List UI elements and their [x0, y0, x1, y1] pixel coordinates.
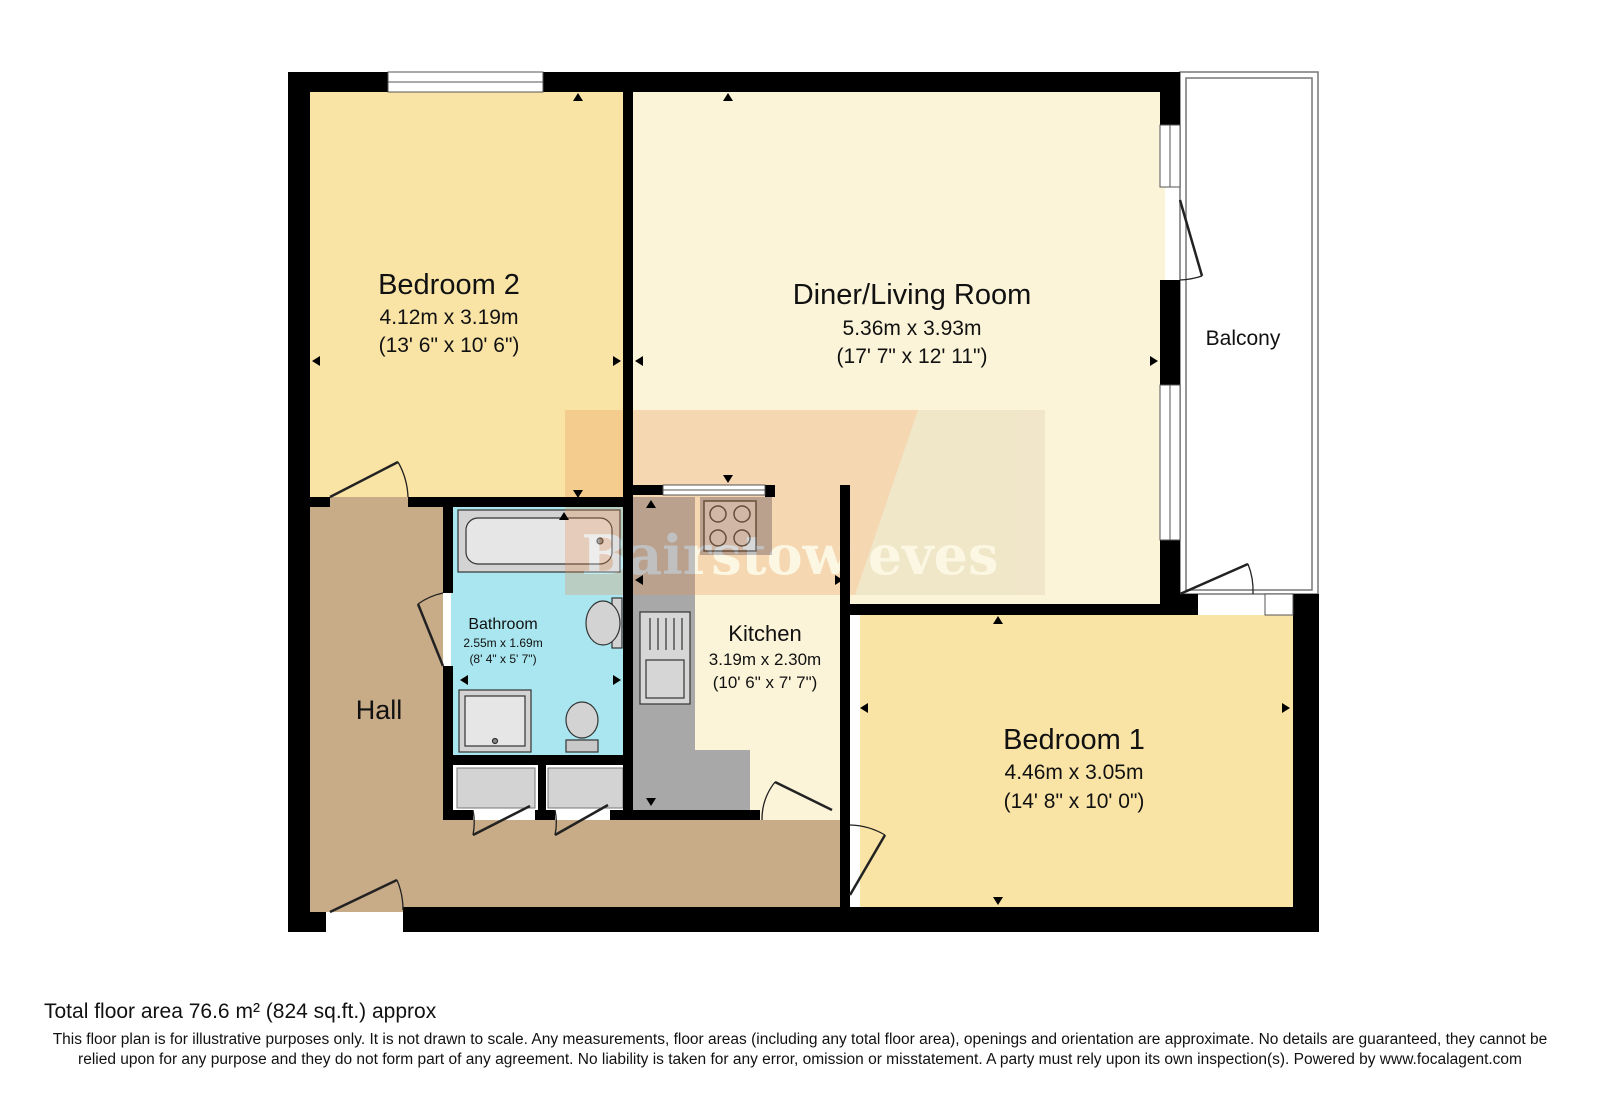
balcony-name: Balcony: [1206, 327, 1281, 350]
doors: [329, 199, 1254, 914]
bathroom-fixtures: [457, 509, 623, 753]
door-balcony-upper: [1178, 199, 1204, 281]
window-bedroom-1: [1264, 593, 1294, 616]
door-bedroom-1: [848, 824, 887, 896]
hob-icon: [703, 500, 757, 552]
kitchen-metric: 3.19m x 2.30m: [709, 650, 821, 669]
bedroom-1-name: Bedroom 1: [1003, 724, 1145, 756]
door-cupboard-1: [472, 804, 531, 837]
floor-plan: Bairstow eves: [288, 71, 1319, 932]
living-room-metric: 5.36m x 3.93m: [843, 317, 982, 340]
dimension-markers: [312, 93, 1290, 905]
bedroom-1-metric: 4.46m x 3.05m: [1005, 761, 1144, 784]
door-entrance: [329, 878, 404, 914]
door-balcony-lower: [1179, 562, 1254, 596]
bathroom-imperial: (8' 4" x 5' 7"): [469, 652, 536, 666]
windows: [387, 71, 1294, 616]
hall-area: [310, 497, 850, 912]
room-labels: Bedroom 2 4.12m x 3.19m (13' 6" x 10' 6"…: [356, 269, 1281, 813]
disclaimer: This floor plan is for illustrative purp…: [52, 1031, 1548, 1068]
bath-icon: [457, 509, 621, 573]
bedroom-2-area: [310, 92, 625, 497]
bairstow-eves-watermark: Bairstow eves: [565, 410, 1045, 595]
bathroom-metric: 2.55m x 1.69m: [463, 636, 542, 650]
total-floor-area: Total floor area 76.6 m² (824 sq.ft.) ap…: [44, 1000, 437, 1023]
living-room-imperial: (17' 7" x 12' 11"): [837, 345, 988, 368]
bedroom-1-imperial: (14' 8" x 10' 0"): [1004, 790, 1145, 813]
svg-text:Bairstow eves: Bairstow eves: [582, 523, 999, 587]
bedroom-2-name: Bedroom 2: [378, 269, 520, 301]
door-cupboard-2: [554, 803, 609, 837]
cupboards: [456, 767, 624, 809]
walls: [288, 72, 1319, 932]
sink-icon: [639, 611, 691, 705]
bathroom-name: Bathroom: [468, 616, 537, 633]
living-room-name: Diner/Living Room: [793, 279, 1032, 311]
footer: Total floor area 76.6 m² (824 sq.ft.) ap…: [40, 1000, 1560, 1070]
hall-name: Hall: [356, 695, 403, 725]
kitchen-imperial: (10' 6" x 7' 7"): [713, 673, 818, 692]
bedroom-2-imperial: (13' 6" x 10' 6"): [379, 334, 520, 357]
kitchen-name: Kitchen: [728, 621, 801, 646]
door-bedroom-2: [329, 460, 409, 499]
door-kitchen: [761, 780, 833, 821]
basin-icon: [585, 597, 623, 649]
bedroom-2-metric: 4.12m x 3.19m: [380, 306, 519, 329]
kitchen-fittings: [633, 497, 772, 812]
shower-tray-icon: [458, 689, 532, 753]
toilet-icon: [565, 701, 599, 753]
door-bathroom: [416, 592, 445, 667]
bedroom-1-area: [860, 615, 1293, 907]
